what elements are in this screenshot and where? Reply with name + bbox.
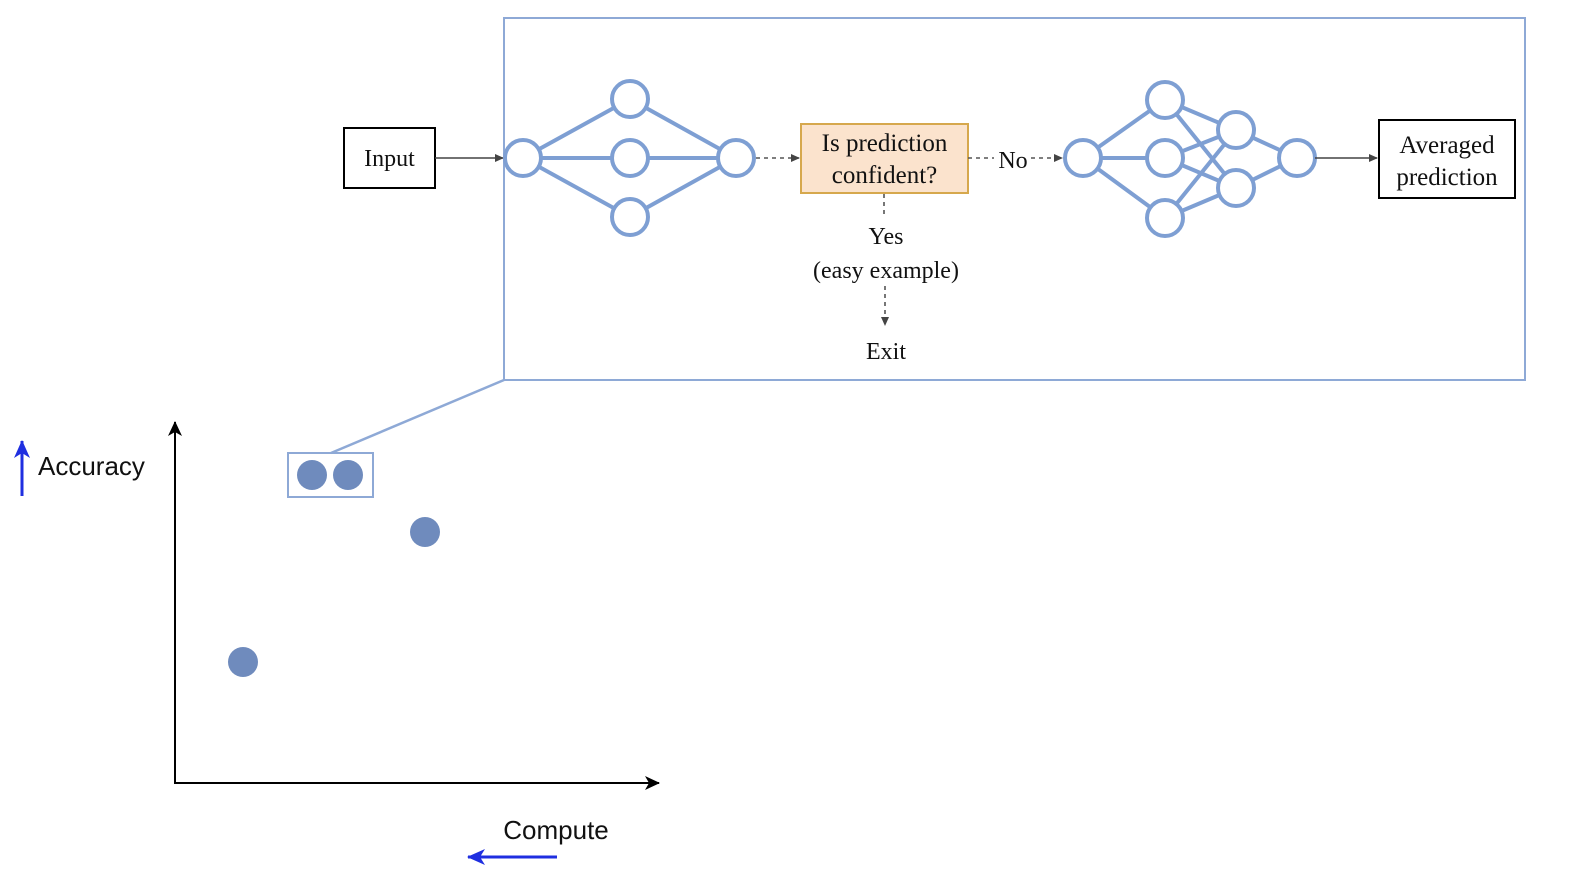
zoom-panel xyxy=(503,17,1526,381)
network-node xyxy=(1063,138,1103,178)
network-node xyxy=(1145,198,1185,238)
large-model-network xyxy=(1063,80,1317,238)
input-label: Input xyxy=(364,146,415,172)
network-node xyxy=(610,79,650,119)
no-label: No xyxy=(998,148,1027,174)
yes-sub-label: (easy example) xyxy=(813,258,959,284)
accuracy-compute-plot: Accuracy Compute xyxy=(13,421,660,865)
decision-line2: confident? xyxy=(832,162,938,189)
exit-label: Exit xyxy=(866,339,906,365)
small-model-network xyxy=(503,79,756,237)
cascade-point xyxy=(333,460,363,490)
x-axis-label: Compute xyxy=(503,815,609,845)
output-box: Averaged prediction xyxy=(1378,119,1516,199)
model-point xyxy=(228,647,258,677)
cascade-highlight-box xyxy=(287,452,374,498)
network-node xyxy=(1216,168,1256,208)
network-node xyxy=(610,138,650,178)
model-point xyxy=(410,517,440,547)
network-node xyxy=(1277,138,1317,178)
input-box: Input xyxy=(343,127,436,189)
decision-line1: Is prediction xyxy=(822,130,948,157)
zoom-connector xyxy=(330,378,505,455)
network-node xyxy=(716,138,756,178)
output-line2: prediction xyxy=(1396,164,1498,191)
network-node xyxy=(503,138,543,178)
cascade-point xyxy=(297,460,327,490)
network-node xyxy=(1145,80,1185,120)
network-node xyxy=(1216,110,1256,150)
output-line1: Averaged xyxy=(1399,132,1495,159)
yes-label: Yes xyxy=(869,224,904,250)
decision-box: Is prediction confident? xyxy=(800,123,969,194)
y-axis-label: Accuracy xyxy=(38,451,145,481)
network-node xyxy=(1145,138,1185,178)
network-node xyxy=(610,197,650,237)
